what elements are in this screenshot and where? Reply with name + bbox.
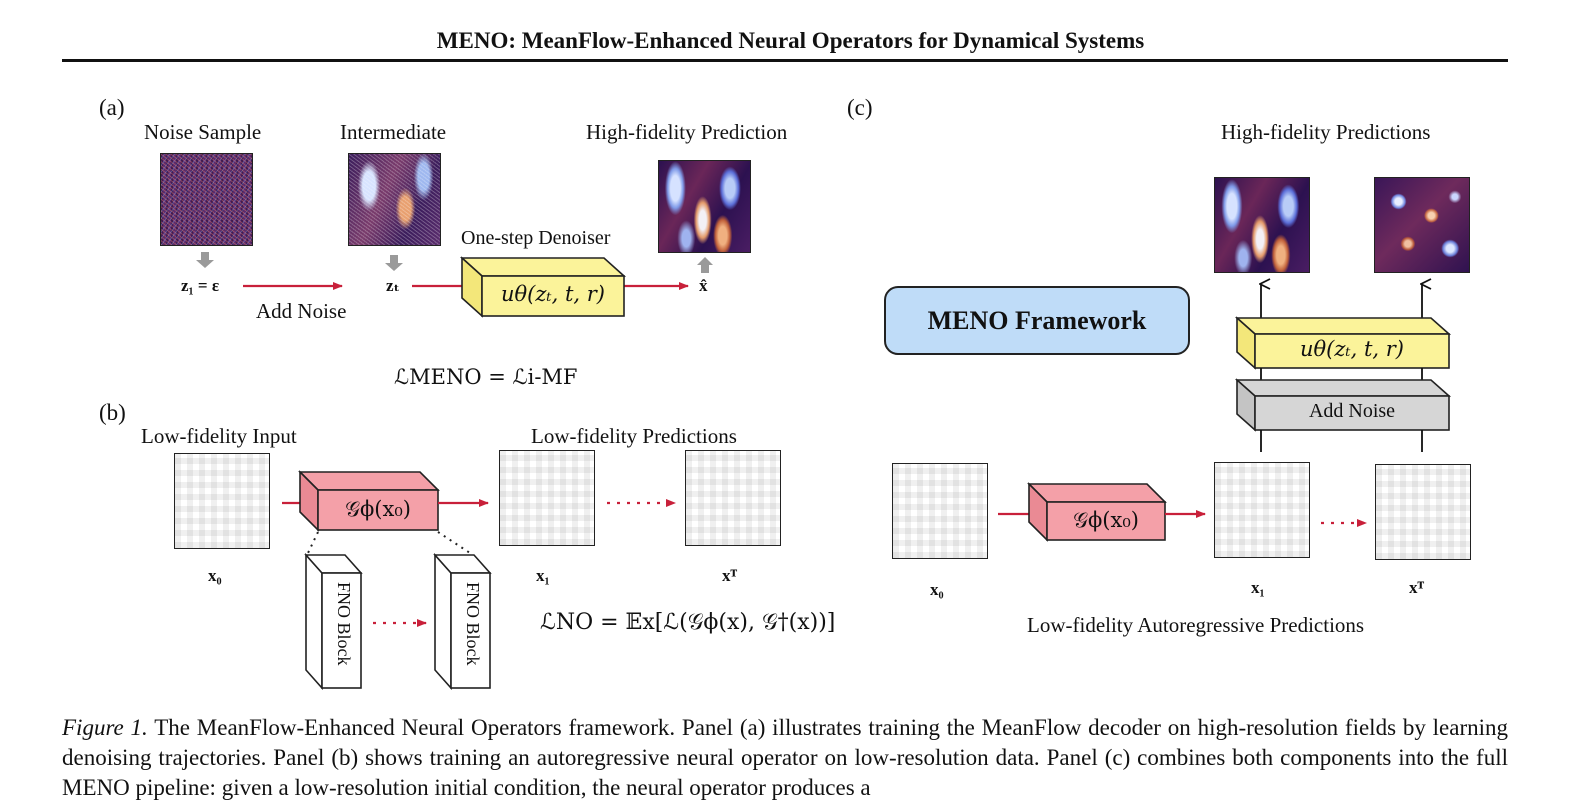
c-xT-field	[1375, 464, 1471, 560]
c-x0-symbol: x₀	[930, 580, 944, 599]
add-noise-label: Add Noise	[256, 299, 347, 323]
operator-b-expr: 𝒢ϕ(x₀)	[345, 497, 411, 521]
panel-b-label: (b)	[99, 400, 126, 425]
z1-symbol: z₁ = ε	[181, 276, 220, 295]
add-noise-c-label: Add Noise	[1308, 400, 1396, 422]
lf-x1-field	[499, 450, 595, 546]
hf-prediction-label: High-fidelity Prediction	[586, 120, 788, 144]
gray-arrows-a	[196, 252, 713, 273]
c-xT-symbol: xᵀ	[1409, 578, 1425, 597]
c-x0-field	[892, 463, 988, 559]
diagram-graphics	[196, 252, 1452, 691]
fno-left-dots	[307, 531, 319, 554]
noise-sample-label: Noise Sample	[144, 120, 262, 144]
lf-input-label: Low-fidelity Input	[141, 424, 297, 448]
lf-input-field	[174, 453, 270, 549]
figure-label: Figure 1.	[62, 715, 148, 740]
denoiser-a-expr: uθ(zₜ, t, r)	[501, 282, 605, 306]
panel-c-label: (c)	[847, 95, 873, 120]
b-x0-symbol: x₀	[208, 566, 222, 585]
c-hf-prediction-1	[1214, 177, 1310, 273]
b-xT-symbol: xᵀ	[722, 566, 738, 585]
add-noise-box-c	[1234, 378, 1452, 432]
operator-box-c	[1027, 482, 1167, 542]
meno-loss: ℒMENO = ℒi-MF	[394, 365, 578, 389]
lf-autoregressive-label: Low-fidelity Autoregressive Predictions	[1027, 613, 1365, 637]
operator-box-b	[298, 470, 440, 532]
b-x1-symbol: x₁	[536, 566, 550, 585]
hf-predictions-label: High-fidelity Predictions	[1221, 120, 1431, 144]
panel-a-label: (a)	[99, 95, 125, 120]
no-loss: ℒNO = 𝔼x[ℒ(𝒢ϕ(x), 𝒢†(x))]	[540, 610, 836, 635]
figure-caption: Figure 1. The MeanFlow-Enhanced Neural O…	[62, 713, 1508, 803]
c-x1-symbol: x₁	[1251, 578, 1265, 597]
header-rule	[62, 59, 1508, 62]
denoiser-box-c	[1234, 316, 1452, 370]
noise-sample-field	[160, 153, 253, 246]
lf-xT-field	[685, 450, 781, 546]
lf-predictions-label: Low-fidelity Predictions	[531, 424, 737, 448]
page-header: MENO: MeanFlow-Enhanced Neural Operators…	[436, 28, 1145, 53]
denoiser-box-a	[459, 256, 627, 318]
operator-c-expr: 𝒢ϕ(x₀)	[1073, 508, 1139, 532]
fno-block-left-label: FNO Block	[334, 582, 354, 666]
c-x1-field	[1214, 462, 1310, 558]
hf-prediction-field	[658, 160, 751, 253]
denoiser-title: One-step Denoiser	[461, 227, 611, 249]
intermediate-field	[348, 153, 441, 246]
xhat-symbol: x̂	[699, 276, 708, 295]
denoiser-c-expr: uθ(zₜ, t, r)	[1300, 337, 1404, 361]
fno-right-dots	[437, 531, 471, 554]
c-hf-prediction-2	[1374, 177, 1470, 273]
fno-block-left	[304, 552, 363, 691]
intermediate-label: Intermediate	[340, 120, 447, 144]
zt-symbol: zₜ	[386, 276, 400, 295]
fno-block-right	[433, 552, 492, 691]
caption-text: The MeanFlow-Enhanced Neural Operators f…	[62, 715, 1508, 800]
fno-block-right-label: FNO Block	[463, 582, 483, 666]
meno-framework-box: MENO Framework	[884, 286, 1190, 355]
